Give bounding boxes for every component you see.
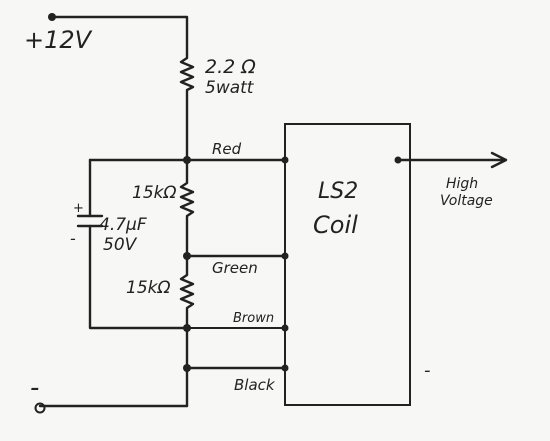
output-label-line2: Voltage (440, 193, 493, 209)
capacitor-plus-sign: + (73, 201, 84, 216)
supply-negative-label: - (30, 373, 39, 403)
capacitor-bottom-wire (88, 224, 189, 330)
lower-divider-resistor (179, 254, 195, 408)
red-wire-label: Red (212, 140, 242, 158)
green-wire-label: Green (212, 259, 258, 277)
brown-wire-label: Brown (233, 311, 274, 326)
coil-minus-label: - (424, 360, 431, 381)
supply-positive-label: +12V (24, 26, 93, 54)
supply-negative-terminal (34, 402, 46, 414)
coil-label-line2: Coil (313, 211, 358, 239)
lower-resistor-value: 15kΩ (126, 278, 170, 298)
series-resistor-value: 2.2 Ω (205, 56, 256, 78)
upper-divider-resistor (179, 158, 195, 258)
capacitor-minus-sign: - (70, 229, 76, 248)
coil-box (284, 123, 411, 406)
supply-positive-rail (48, 13, 189, 57)
high-voltage-arrow-icon (490, 151, 508, 169)
upper-resistor-value: 15kΩ (132, 183, 176, 203)
output-label-line1: High (446, 176, 478, 192)
series-resistor-rating: 5watt (205, 78, 255, 98)
black-wire-label: Black (234, 376, 276, 394)
supply-positive-wire (50, 15, 189, 57)
coil-label-line1: LS2 (318, 179, 358, 204)
series-resistor (179, 53, 195, 160)
capacitor-voltage: 50V (103, 235, 138, 255)
capacitor-value: 4.7μF (99, 215, 147, 235)
